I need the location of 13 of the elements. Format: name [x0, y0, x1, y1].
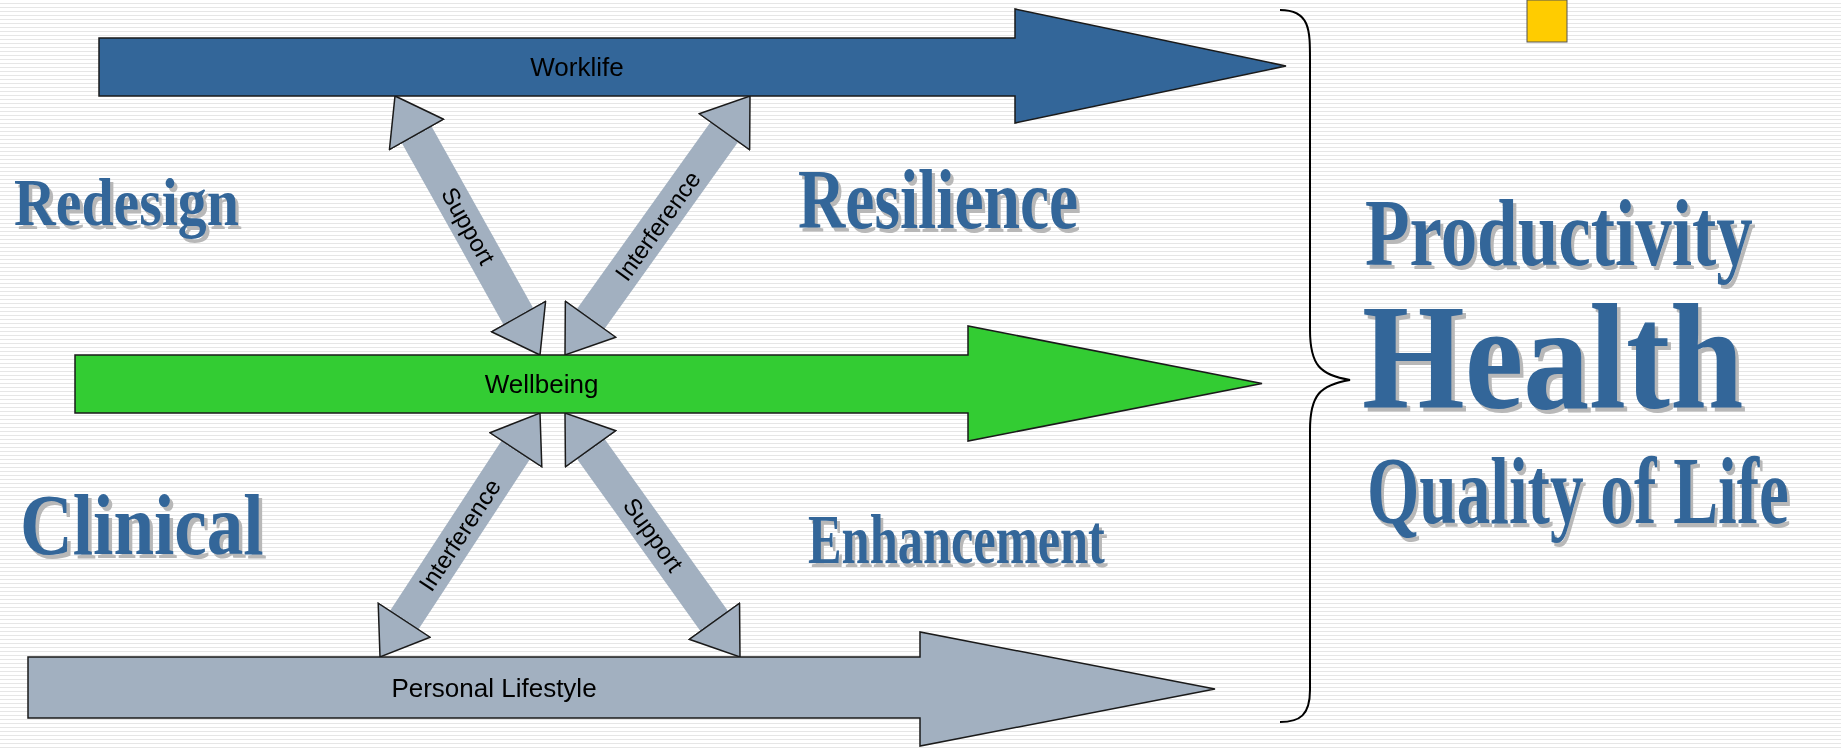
double-arrow: [564, 412, 741, 658]
heading-text: Clinical: [20, 482, 264, 568]
arrow-label: Wellbeing: [484, 368, 599, 400]
double-arrow: [388, 95, 547, 356]
arrow-label: Worklife: [530, 51, 624, 83]
heading-text: Enhancement: [808, 505, 1105, 575]
block-arrow: [99, 9, 1286, 123]
block-arrow: [28, 632, 1215, 746]
double-arrow: [564, 95, 751, 356]
arrow-label: Personal Lifestyle: [391, 672, 597, 703]
double-arrow: [377, 412, 543, 658]
heading-text: Resilience: [798, 158, 1079, 242]
block-arrow: [75, 326, 1262, 441]
